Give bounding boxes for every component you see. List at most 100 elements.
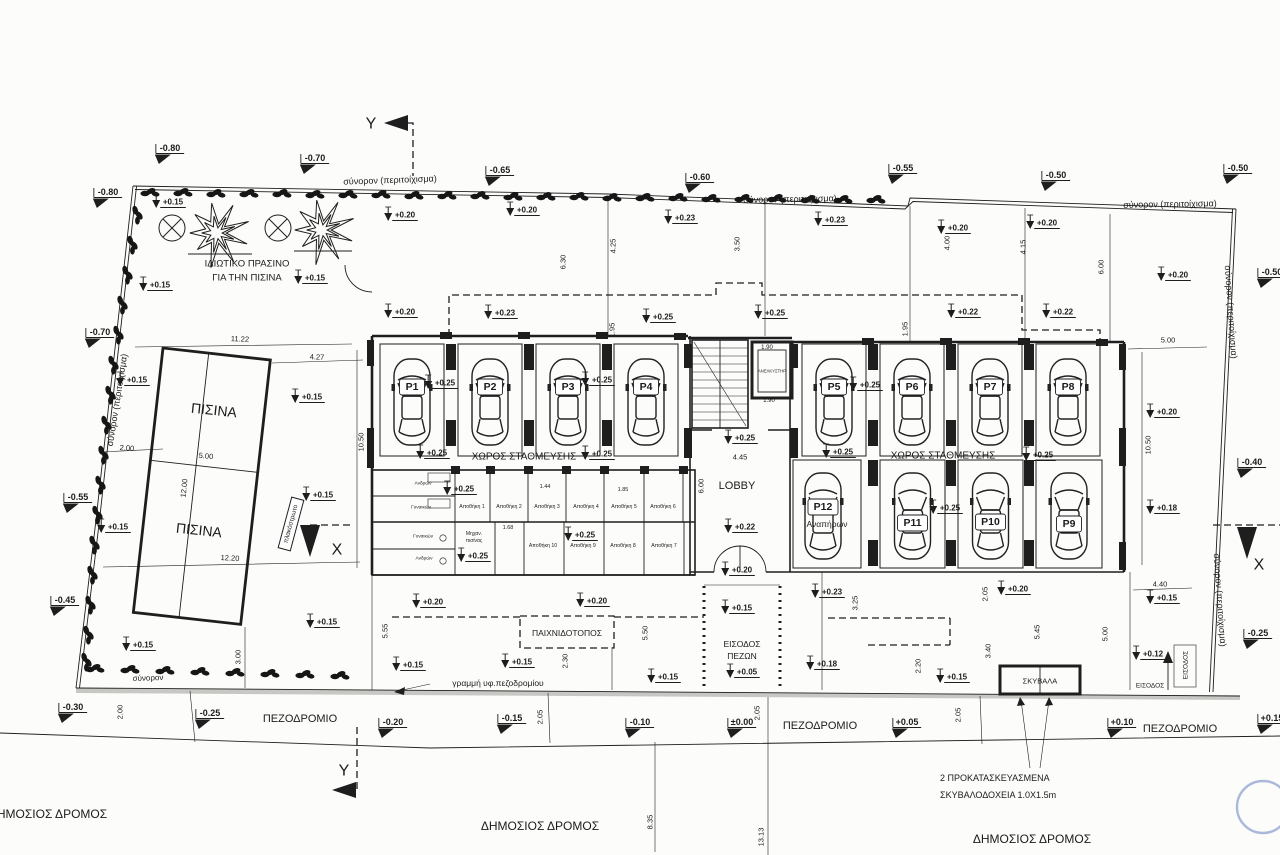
dimension-label: 4.15 <box>1019 240 1028 255</box>
level-mark: +0.15 <box>1256 713 1280 734</box>
text-label: -0.60 <box>690 172 711 182</box>
level-mark: +0.15 <box>302 486 336 501</box>
level-mark: +0.20 <box>1026 214 1060 229</box>
dimension-label: 5.00 <box>1161 336 1176 345</box>
text-label: +0.15 <box>108 523 129 532</box>
text-label: +0.10 <box>1111 717 1134 727</box>
bush-icon <box>635 192 655 203</box>
text-label: +0.25 <box>454 485 475 494</box>
text-label: Αποθήκη 6 <box>650 503 676 510</box>
car-icon <box>390 358 434 446</box>
dimension-label: 2.05 <box>753 706 762 721</box>
dimension-label: 1.90 <box>763 398 775 404</box>
text-label: +0.15 <box>302 393 323 402</box>
text-label: +0.20 <box>517 206 538 215</box>
level-mark: +0.25 <box>642 308 676 323</box>
bush-icon <box>87 534 103 556</box>
text-label: Αποθήκη 8 <box>610 542 636 549</box>
dimension-label: 1.68 <box>503 525 514 531</box>
level-mark: +0.18 <box>806 655 840 670</box>
dimension-label: 4.40 <box>1153 580 1168 589</box>
text-label: ±0.00 <box>731 717 753 727</box>
level-mark: +0.23 <box>811 583 845 598</box>
text-label: ΙΔΙΩΤΙΚΟ ΠΡΑΣΙΝΟ <box>205 259 290 270</box>
text-label: Y <box>366 116 377 133</box>
level-mark: -0.20 <box>377 717 408 738</box>
text-label: -0.30 <box>63 702 84 712</box>
text-label: ΔΗΜΟΣΙΟΣ ΔΡΟΜΟΣ <box>481 819 599 833</box>
section-marker-x-right <box>1213 524 1280 559</box>
text-label: +0.18 <box>817 660 838 669</box>
bush-icon <box>140 187 160 198</box>
text-label: X <box>1254 557 1265 574</box>
dimension-label: 12.00 <box>179 478 190 498</box>
text-label: +0.20 <box>732 566 753 575</box>
text-label: +0.20 <box>395 308 416 317</box>
text-label: ΣΚΥΒΑΛΑ <box>1023 677 1058 686</box>
parking-id: P5 <box>828 381 841 393</box>
text-label: +0.20 <box>1008 585 1029 594</box>
level-mark: +0.20 <box>1157 266 1191 281</box>
text-label: +0.20 <box>1168 271 1189 280</box>
dimension-label: 12.20 <box>220 553 239 563</box>
level-mark: +0.15 <box>306 613 340 628</box>
dimension-label: 2.05 <box>536 710 545 725</box>
bush-icon <box>239 188 259 199</box>
bush-icon <box>190 666 210 677</box>
level-mark: +0.25 <box>416 444 450 459</box>
text-label: +0.05 <box>737 668 758 677</box>
text-label: -0.80 <box>160 143 181 153</box>
level-mark: -0.40 <box>1236 457 1267 478</box>
level-mark: -0.60 <box>684 172 715 193</box>
text-label: -0.80 <box>98 187 119 197</box>
dimension-label: 6.30 <box>559 255 568 270</box>
text-label: -0.20 <box>383 717 404 727</box>
level-mark: +0.23 <box>664 209 698 224</box>
text-label: 2 ΠΡΟΚΑΤΑΣΚΕΥΑΣΜΕΝΑ <box>940 773 1050 783</box>
parking-stall: P11 <box>879 459 946 569</box>
dimension-label: 4.00 <box>943 236 952 251</box>
level-mark: +0.20 <box>576 592 610 607</box>
text-label: -0.50 <box>1046 170 1067 180</box>
text-label: +0.22 <box>735 523 756 532</box>
text-label: +0.12 <box>1143 650 1164 659</box>
text-label: +0.20 <box>587 597 608 606</box>
parking-id: P4 <box>640 381 653 393</box>
car-icon <box>1046 358 1090 446</box>
storage-rooms <box>371 469 696 576</box>
text-label: +0.23 <box>675 214 696 223</box>
car-icon <box>801 472 845 560</box>
dimension-label: 2.05 <box>981 587 990 602</box>
garbage-enclosure <box>998 664 1082 769</box>
text-label: +0.25 <box>427 449 448 458</box>
dimension-label: 4.25 <box>609 239 618 254</box>
level-mark: -0.50 <box>1222 163 1253 184</box>
parking-id: P1 <box>406 381 419 393</box>
text-label: -0.55 <box>68 492 89 502</box>
level-mark: +0.15 <box>139 276 173 291</box>
bush-icon <box>668 192 688 203</box>
pool <box>99 343 364 688</box>
text-label: +0.15 <box>1261 713 1280 723</box>
text-label: -0.15 <box>502 713 523 723</box>
level-mark: +0.25 <box>457 547 491 562</box>
text-label: +0.05 <box>896 717 919 727</box>
level-mark: +0.15 <box>122 636 156 651</box>
text-label: σύνορον (περιτοίχισμα) <box>743 193 837 205</box>
text-label: Ανδρών <box>414 480 432 487</box>
level-mark: -0.70 <box>84 327 115 348</box>
pedestrian-entrance-walkway <box>702 584 782 688</box>
text-label: -0.65 <box>490 165 511 175</box>
text-label: +0.23 <box>495 309 516 318</box>
text-label: σύνορον <box>132 673 163 683</box>
text-label: ΠΕΖΟΔΡΟΜΙΟ <box>783 720 858 732</box>
garden-trees <box>158 199 354 268</box>
bush-icon <box>330 670 350 681</box>
text-label: ΠΙΣΙΝΑ <box>190 400 238 421</box>
dimension-label: 1.95 <box>608 323 617 338</box>
text-label: +0.15 <box>150 281 171 290</box>
dimension-label: 10.50 <box>357 433 366 452</box>
text-label: +0.20 <box>1157 408 1178 417</box>
parking-id: P10 <box>981 516 1000 528</box>
